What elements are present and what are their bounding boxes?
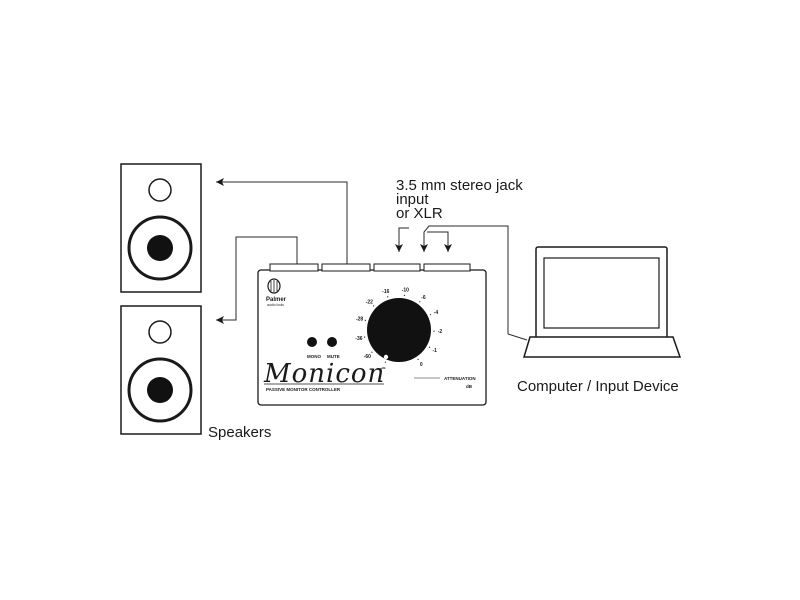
- input-label-line2: input: [396, 191, 429, 208]
- knob-scale-tick: [371, 351, 373, 353]
- monicon-controller: Palmer audio tools MONO MUTE Monicon PAS…: [257, 263, 487, 406]
- controller-port-4: [423, 263, 471, 272]
- mono-label: MONO: [307, 354, 321, 359]
- knob-scale-label: -36: [355, 336, 362, 342]
- knob-scale-label: -∞: [380, 366, 386, 372]
- mute-button[interactable]: [327, 337, 337, 347]
- knob-scale-tick: [364, 319, 366, 321]
- knob-scale-label: -22: [366, 300, 373, 306]
- speaker-top-tweeter: [148, 178, 172, 202]
- controller-port-2: [321, 263, 371, 272]
- brand-name: Palmer: [266, 297, 287, 303]
- knob-scale-label: -28: [356, 317, 363, 323]
- palmer-logo-icon: [267, 278, 281, 294]
- knob-scale-label: -2: [438, 329, 443, 335]
- input-label-line3: or XLR: [396, 205, 443, 222]
- computer-label: Computer / Input Device: [517, 378, 679, 395]
- knob-scale-label: -4: [434, 310, 439, 316]
- product-wordmark: Monicon: [263, 359, 385, 389]
- speaker-bottom-tweeter: [148, 320, 172, 344]
- knob-indicator: [383, 354, 389, 360]
- knob-scale-tick: [373, 305, 375, 307]
- brand-subtitle: audio tools: [267, 303, 284, 307]
- input-arrow-right: [427, 231, 452, 252]
- laptop-icon: [522, 246, 682, 358]
- knob-scale-tick: [403, 294, 405, 296]
- knob-scale-label: -16: [382, 289, 389, 295]
- knob-scale-tick: [387, 296, 389, 298]
- mono-button[interactable]: [307, 337, 317, 347]
- output-line-bottom-speaker: [216, 236, 298, 324]
- knob-scale-tick: [417, 358, 419, 360]
- mute-label: MUTE: [327, 354, 340, 359]
- knob-scale-tick: [433, 330, 435, 332]
- speaker-top-woofer-cone: [147, 235, 173, 261]
- input-arrow-left: [395, 227, 409, 252]
- knob-scale-label: -1: [432, 348, 437, 354]
- db-label: dB: [466, 384, 473, 389]
- controller-port-3: [373, 263, 421, 272]
- knob-scale-tick: [429, 314, 432, 316]
- input-label-line1: 3.5 mm stereo jack: [396, 177, 523, 194]
- speaker-top: [120, 163, 202, 293]
- controller-port-1: [269, 263, 319, 272]
- attenuation-knob[interactable]: [367, 298, 431, 362]
- knob-scale: -∞-60-36-28-22-16-10-6-4-2-10: [355, 287, 442, 371]
- speaker-bottom: [120, 305, 202, 435]
- knob-scale-tick: [364, 336, 366, 338]
- knob-scale-label: -10: [402, 287, 409, 293]
- speaker-bottom-woofer-cone: [147, 377, 173, 403]
- laptop-screen: [543, 257, 660, 329]
- attenuation-label: ATTENUATION: [444, 376, 476, 381]
- output-line-top-speaker: [216, 178, 348, 264]
- knob-scale-tick: [384, 361, 386, 363]
- input-line-from-computer: [420, 225, 509, 334]
- knob-scale-tick: [428, 346, 431, 348]
- speakers-label: Speakers: [208, 424, 271, 441]
- knob-scale-label: 0: [420, 362, 423, 368]
- product-subtitle: PASSIVE MONITOR CONTROLLER: [266, 387, 341, 392]
- knob-scale-label: -60: [364, 354, 371, 360]
- laptop-base: [522, 336, 682, 358]
- computer-cable-end: [507, 333, 528, 341]
- knob-scale-tick: [419, 301, 421, 303]
- knob-scale-label: -6: [421, 295, 426, 301]
